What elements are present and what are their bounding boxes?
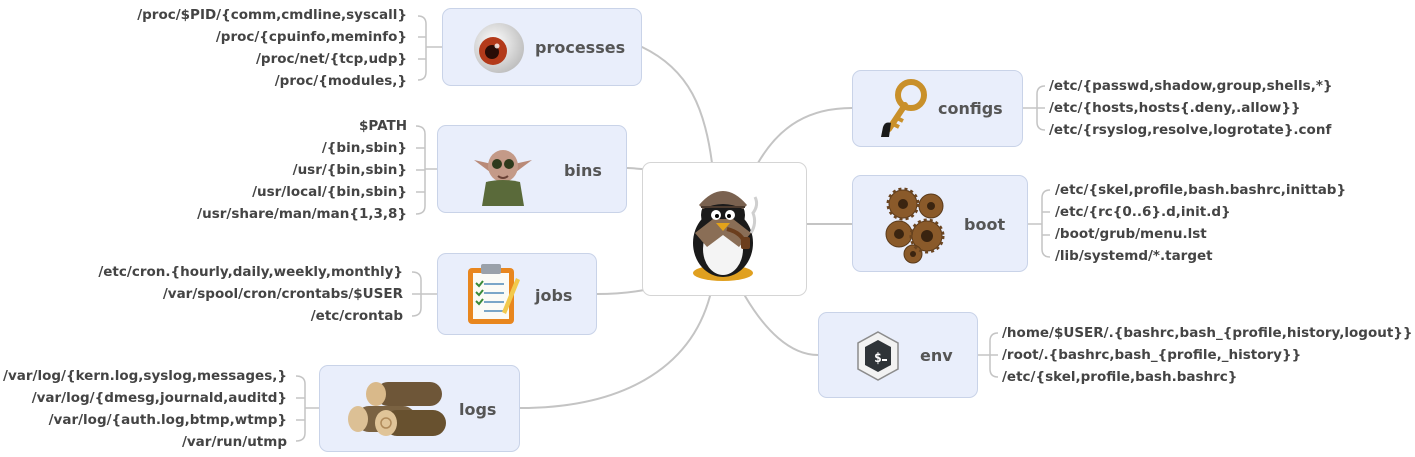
connector-env xyxy=(744,295,819,356)
gears-icon xyxy=(885,187,945,264)
leaf-text: /usr/{bin,sbin} xyxy=(292,162,407,178)
leaf-text: /var/log/{dmesg,journald,auditd} xyxy=(31,390,287,406)
bash-terminal-icon: $ xyxy=(857,331,899,381)
leaf-text: /etc/{rsyslog,resolve,logrotate}.conf xyxy=(1049,122,1332,138)
leaf-text: /etc/crontab xyxy=(310,308,403,324)
node-title: boot xyxy=(964,215,1006,234)
node-configs[interactable]: configs xyxy=(852,70,1023,147)
leaf-text: /home/$USER/.{bashrc,bash_{profile,histo… xyxy=(1002,325,1413,341)
connector-configs xyxy=(757,107,853,164)
leaf-text: $PATH xyxy=(359,118,407,134)
node-env[interactable]: $ env xyxy=(818,312,978,398)
leaf-text: /etc/{skel,profile,bash.bashrc} xyxy=(1002,369,1238,385)
leaf-text: /etc/{hosts,hosts{.deny,.allow}} xyxy=(1049,100,1301,116)
node-jobs[interactable]: jobs xyxy=(437,253,597,335)
wood-logs-icon xyxy=(348,382,446,436)
leaf-text: /etc/cron.{hourly,daily,weekly,monthly} xyxy=(98,264,403,280)
leaf-text: /{bin,sbin} xyxy=(321,140,407,156)
connector-processes xyxy=(641,46,713,164)
leaf-text: /etc/{skel,profile,bash.bashrc,inittab} xyxy=(1055,182,1347,198)
node-boot[interactable]: boot xyxy=(852,175,1028,272)
node-logs[interactable]: logs xyxy=(319,365,520,452)
leaf-text: /var/spool/cron/crontabs/$USER xyxy=(162,286,403,302)
leaf-text: /etc/{rc{0..6}.d,init.d} xyxy=(1055,204,1231,220)
leaf-text: /usr/local/{bin,sbin} xyxy=(252,184,407,200)
leaf-text: /usr/share/man/man{1,3,8} xyxy=(197,206,407,222)
node-title: jobs xyxy=(535,286,573,305)
leaf-text: /proc/{modules,} xyxy=(274,73,407,89)
leaf-text: /var/log/{auth.log,btmp,wtmp} xyxy=(48,412,287,428)
node-title: logs xyxy=(459,400,497,419)
leaf-text: /var/log/{kern.log,syslog,messages,} xyxy=(3,368,287,384)
leaf-text: /root/.{bashrc,bash_{profile,_history}} xyxy=(1002,347,1302,363)
node-title: configs xyxy=(938,99,1003,118)
leaf-text: /proc/$PID/{comm,cmdline,syscall} xyxy=(137,7,407,23)
leaf-text: /lib/systemd/*.target xyxy=(1055,248,1213,264)
central-node[interactable] xyxy=(642,162,807,296)
leaf-text: /proc/net/{tcp,udp} xyxy=(255,51,407,67)
leaf-text: /etc/{passwd,shadow,group,shells,*} xyxy=(1049,78,1333,94)
leaf-text: /var/run/utmp xyxy=(181,434,287,450)
node-bins[interactable]: bins xyxy=(437,125,627,213)
svg-text:$: $ xyxy=(874,351,882,366)
node-processes[interactable]: processes xyxy=(442,8,642,86)
leaf-text: /boot/grub/menu.lst xyxy=(1055,226,1207,242)
node-title: processes xyxy=(535,38,626,57)
eyeball-icon xyxy=(474,23,524,73)
house-elf-icon xyxy=(474,150,532,206)
leaf-text: /proc/{cpuinfo,meminfo} xyxy=(215,29,407,45)
node-title: bins xyxy=(564,161,602,180)
clipboard-checklist-icon xyxy=(468,264,520,324)
tux-detective-penguin-icon xyxy=(693,191,759,281)
node-title: env xyxy=(920,346,953,365)
golden-key-icon xyxy=(881,79,927,137)
